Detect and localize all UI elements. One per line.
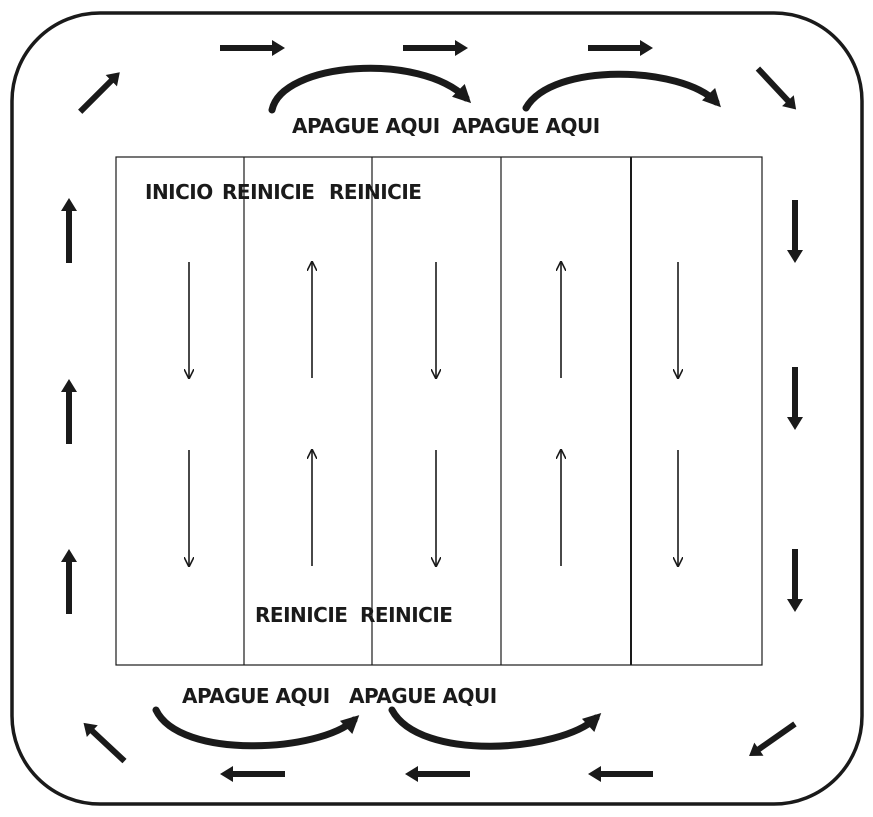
perimeter-arrow-diagonal	[755, 66, 797, 110]
perimeter-arrow-up	[61, 379, 77, 444]
column-dividers	[243, 157, 632, 665]
label-top-left: APAGUE AQUI	[292, 114, 440, 138]
column-arrows	[189, 262, 678, 566]
perimeter-arrow-left	[220, 766, 285, 782]
perimeter-arrow-right	[403, 40, 468, 56]
label-restart-bottom-2: REINICIE	[360, 603, 452, 627]
perimeter-arrow-left	[405, 766, 470, 782]
perimeter-arrows	[61, 40, 803, 782]
perimeter-arrow-down	[787, 367, 803, 430]
perimeter-arrow-up	[61, 549, 77, 614]
perimeter-arrow-diagonal	[749, 721, 797, 757]
label-start: INICIO	[145, 180, 213, 204]
turn-arrow-top	[522, 70, 721, 112]
label-restart-top-2: REINICIE	[329, 180, 421, 204]
label-bottom-right: APAGUE AQUI	[349, 684, 497, 708]
label-top-right: APAGUE AQUI	[452, 114, 600, 138]
label-restart-bottom-1: REINICIE	[255, 603, 347, 627]
outer-boundary	[10, 11, 864, 806]
perimeter-arrow-diagonal	[83, 722, 127, 764]
perimeter-arrow-down	[787, 200, 803, 263]
turn-arrows	[152, 64, 721, 750]
perimeter-arrow-left	[588, 766, 653, 782]
perimeter-arrow-right	[220, 40, 285, 56]
perimeter-arrow-diagonal	[78, 72, 120, 114]
turn-arrow-bottom	[152, 706, 360, 750]
inner-field	[115, 156, 763, 666]
perimeter-arrow-up	[61, 198, 77, 263]
label-restart-top-1: REINICIE	[222, 180, 314, 204]
label-bottom-left: APAGUE AQUI	[182, 684, 330, 708]
turn-arrow-top	[268, 64, 472, 114]
perimeter-arrow-right	[588, 40, 653, 56]
perimeter-arrow-down	[787, 549, 803, 612]
turn-arrow-bottom	[388, 706, 602, 750]
